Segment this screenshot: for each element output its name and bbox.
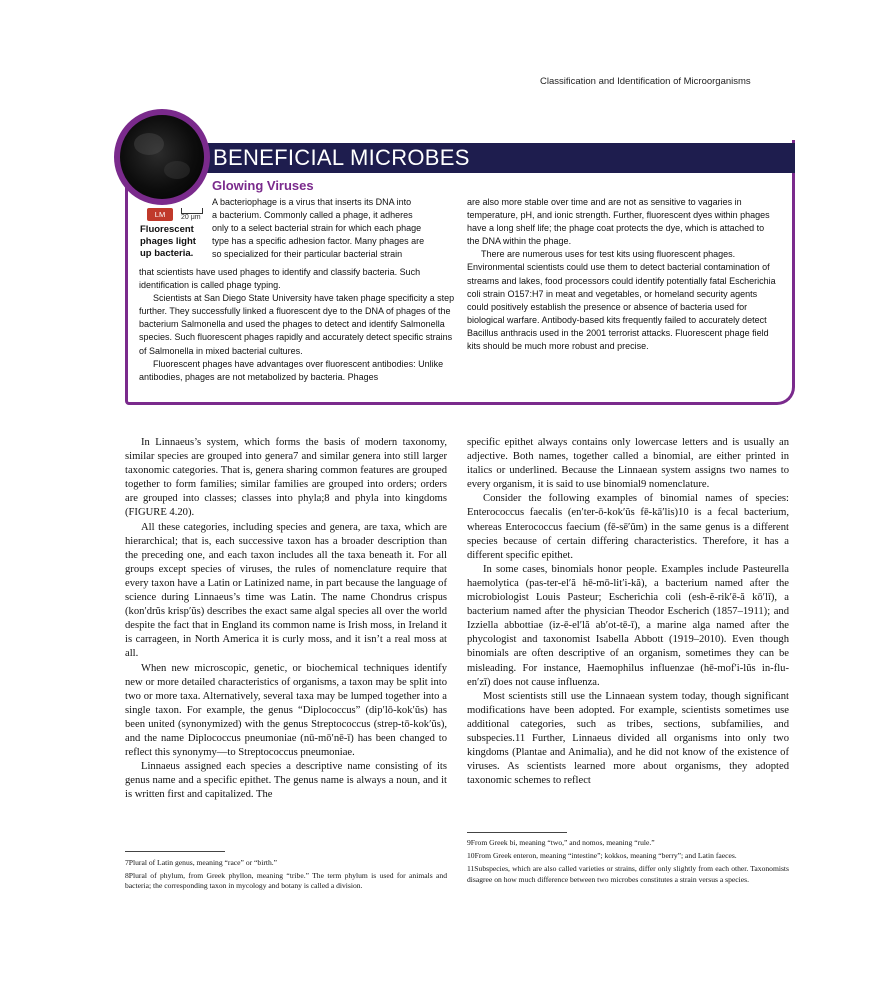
footnotes-left: 7Plural of Latin genus, meaning “race” o…	[125, 858, 447, 895]
body-paragraph: Most scientists still use the Linnaean s…	[467, 690, 789, 787]
body-paragraph: In some cases, binomials honor people. E…	[467, 563, 789, 688]
scale-bar	[181, 208, 203, 214]
feature-column-1-continued: that scientists have used phages to iden…	[139, 266, 457, 384]
feature-paragraph: There are numerous uses for test kits us…	[467, 249, 776, 352]
feature-box	[125, 140, 795, 405]
feature-subtitle: Glowing Viruses	[212, 178, 314, 193]
feature-paragraph: are also more stable over time and are n…	[467, 197, 770, 247]
footnotes-right: 9From Greek bi, meaning “two,” and nomos…	[467, 838, 789, 888]
feature-paragraph: only to a select bacterial strain for wh…	[212, 223, 422, 234]
feature-paragraph: type has a specific adhesion factor. Man…	[212, 236, 425, 247]
footnote: 10From Greek enteron, meaning “intestine…	[467, 851, 737, 861]
feature-column-2: are also more stable over time and are n…	[467, 196, 779, 353]
body-paragraph: Linnaeus assigned each species a descrip…	[125, 761, 447, 801]
running-head: Classification and Identification of Mic…	[540, 76, 751, 87]
scale-label: 20 μm	[181, 214, 201, 221]
feature-paragraph: that scientists have used phages to iden…	[139, 267, 421, 291]
feature-paragraph: A bacteriophage is a virus that inserts …	[212, 197, 412, 207]
body-paragraph: specific epithet always contains only lo…	[467, 437, 789, 491]
footnote-rule-left	[125, 851, 225, 852]
body-column-right: specific epithet always contains only lo…	[467, 436, 789, 788]
feature-paragraph: Scientists at San Diego State University…	[139, 293, 455, 356]
footnote: 8Plural of phylum, from Greek phyllon, m…	[125, 871, 447, 891]
footnote-rule-right	[467, 832, 567, 833]
micrograph-image	[114, 109, 210, 205]
feature-title: BENEFICIAL MICROBES	[213, 145, 470, 170]
footnote: 7Plural of Latin genus, meaning “race” o…	[125, 858, 278, 867]
feature-title-band	[205, 143, 795, 173]
body-paragraph: All these categories, including species …	[125, 521, 447, 660]
footnote: 9From Greek bi, meaning “two,” and nomos…	[467, 838, 655, 847]
footnote: 11Subspecies, which are also called vari…	[467, 864, 789, 884]
feature-paragraph: Fluorescent phages have advantages over …	[139, 358, 444, 382]
figure-caption: Fluorescent phages light up bacteria.	[140, 224, 196, 259]
body-paragraph: When new microscopic, genetic, or bioche…	[125, 662, 447, 759]
body-paragraph: In Linnaeus’s system, which forms the ba…	[125, 437, 447, 519]
micrograph-type-badge: LM	[147, 208, 173, 221]
body-paragraph: Consider the following examples of binom…	[467, 493, 789, 561]
feature-column-1: A bacteriophage is a virus that inserts …	[212, 196, 449, 261]
feature-paragraph: so specialized for their particular bact…	[212, 249, 403, 260]
feature-paragraph: a bacterium. Commonly called a phage, it…	[212, 210, 413, 221]
body-column-left: In Linnaeus’s system, which forms the ba…	[125, 436, 447, 802]
